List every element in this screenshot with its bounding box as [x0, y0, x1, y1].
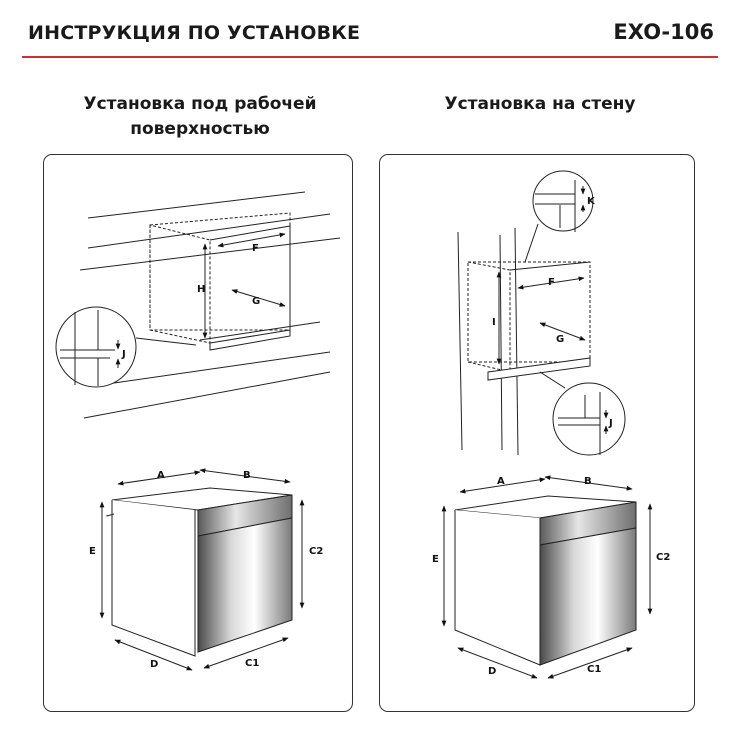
- dim-label-C1-left: C1: [245, 658, 259, 669]
- model-number: EXO-106: [613, 20, 714, 44]
- dim-label-H: H: [197, 284, 205, 295]
- dim-label-F-wall: F: [548, 277, 555, 288]
- dim-label-D-right: D: [488, 666, 496, 677]
- section-title-under-counter: Установка под рабочей поверхностью: [40, 92, 360, 142]
- dim-label-D-left: D: [150, 659, 158, 670]
- section-title-line-2: поверхностью: [130, 119, 270, 139]
- niche-under-counter-diagram: [55, 191, 341, 419]
- dim-label-E-right: E: [432, 554, 439, 565]
- dim-label-C2-right: C2: [656, 552, 670, 563]
- dim-label-K: K: [587, 196, 596, 207]
- header: ИНСТРУКЦИЯ ПО УСТАНОВКЕ EXO-106: [22, 20, 718, 58]
- page-title: ИНСТРУКЦИЯ ПО УСТАНОВКЕ: [28, 22, 361, 44]
- dim-label-B-left: B: [243, 470, 251, 481]
- dim-label-A-right: A: [497, 476, 505, 487]
- dim-label-B-right: B: [584, 476, 592, 487]
- dim-label-E-left: E: [89, 546, 96, 557]
- dim-label-C2-left: C2: [309, 546, 323, 557]
- dim-label-J: J: [121, 349, 126, 360]
- dim-label-J-wall: J: [608, 418, 613, 429]
- section-title-line-1: Установка под рабочей: [83, 94, 317, 114]
- oven-dimensions-left: [99, 468, 305, 671]
- oven-dimensions-right: [441, 475, 653, 679]
- dim-label-C1-right: C1: [587, 664, 601, 675]
- dim-label-G: G: [252, 296, 260, 307]
- dim-label-A-left: A: [157, 470, 165, 481]
- niche-wall-diagram: [457, 170, 626, 456]
- dim-label-G-wall: G: [556, 334, 564, 345]
- dim-label-I: I: [492, 317, 496, 328]
- dim-label-F: F: [252, 243, 259, 254]
- section-title-wall: Установка на стену: [444, 94, 636, 114]
